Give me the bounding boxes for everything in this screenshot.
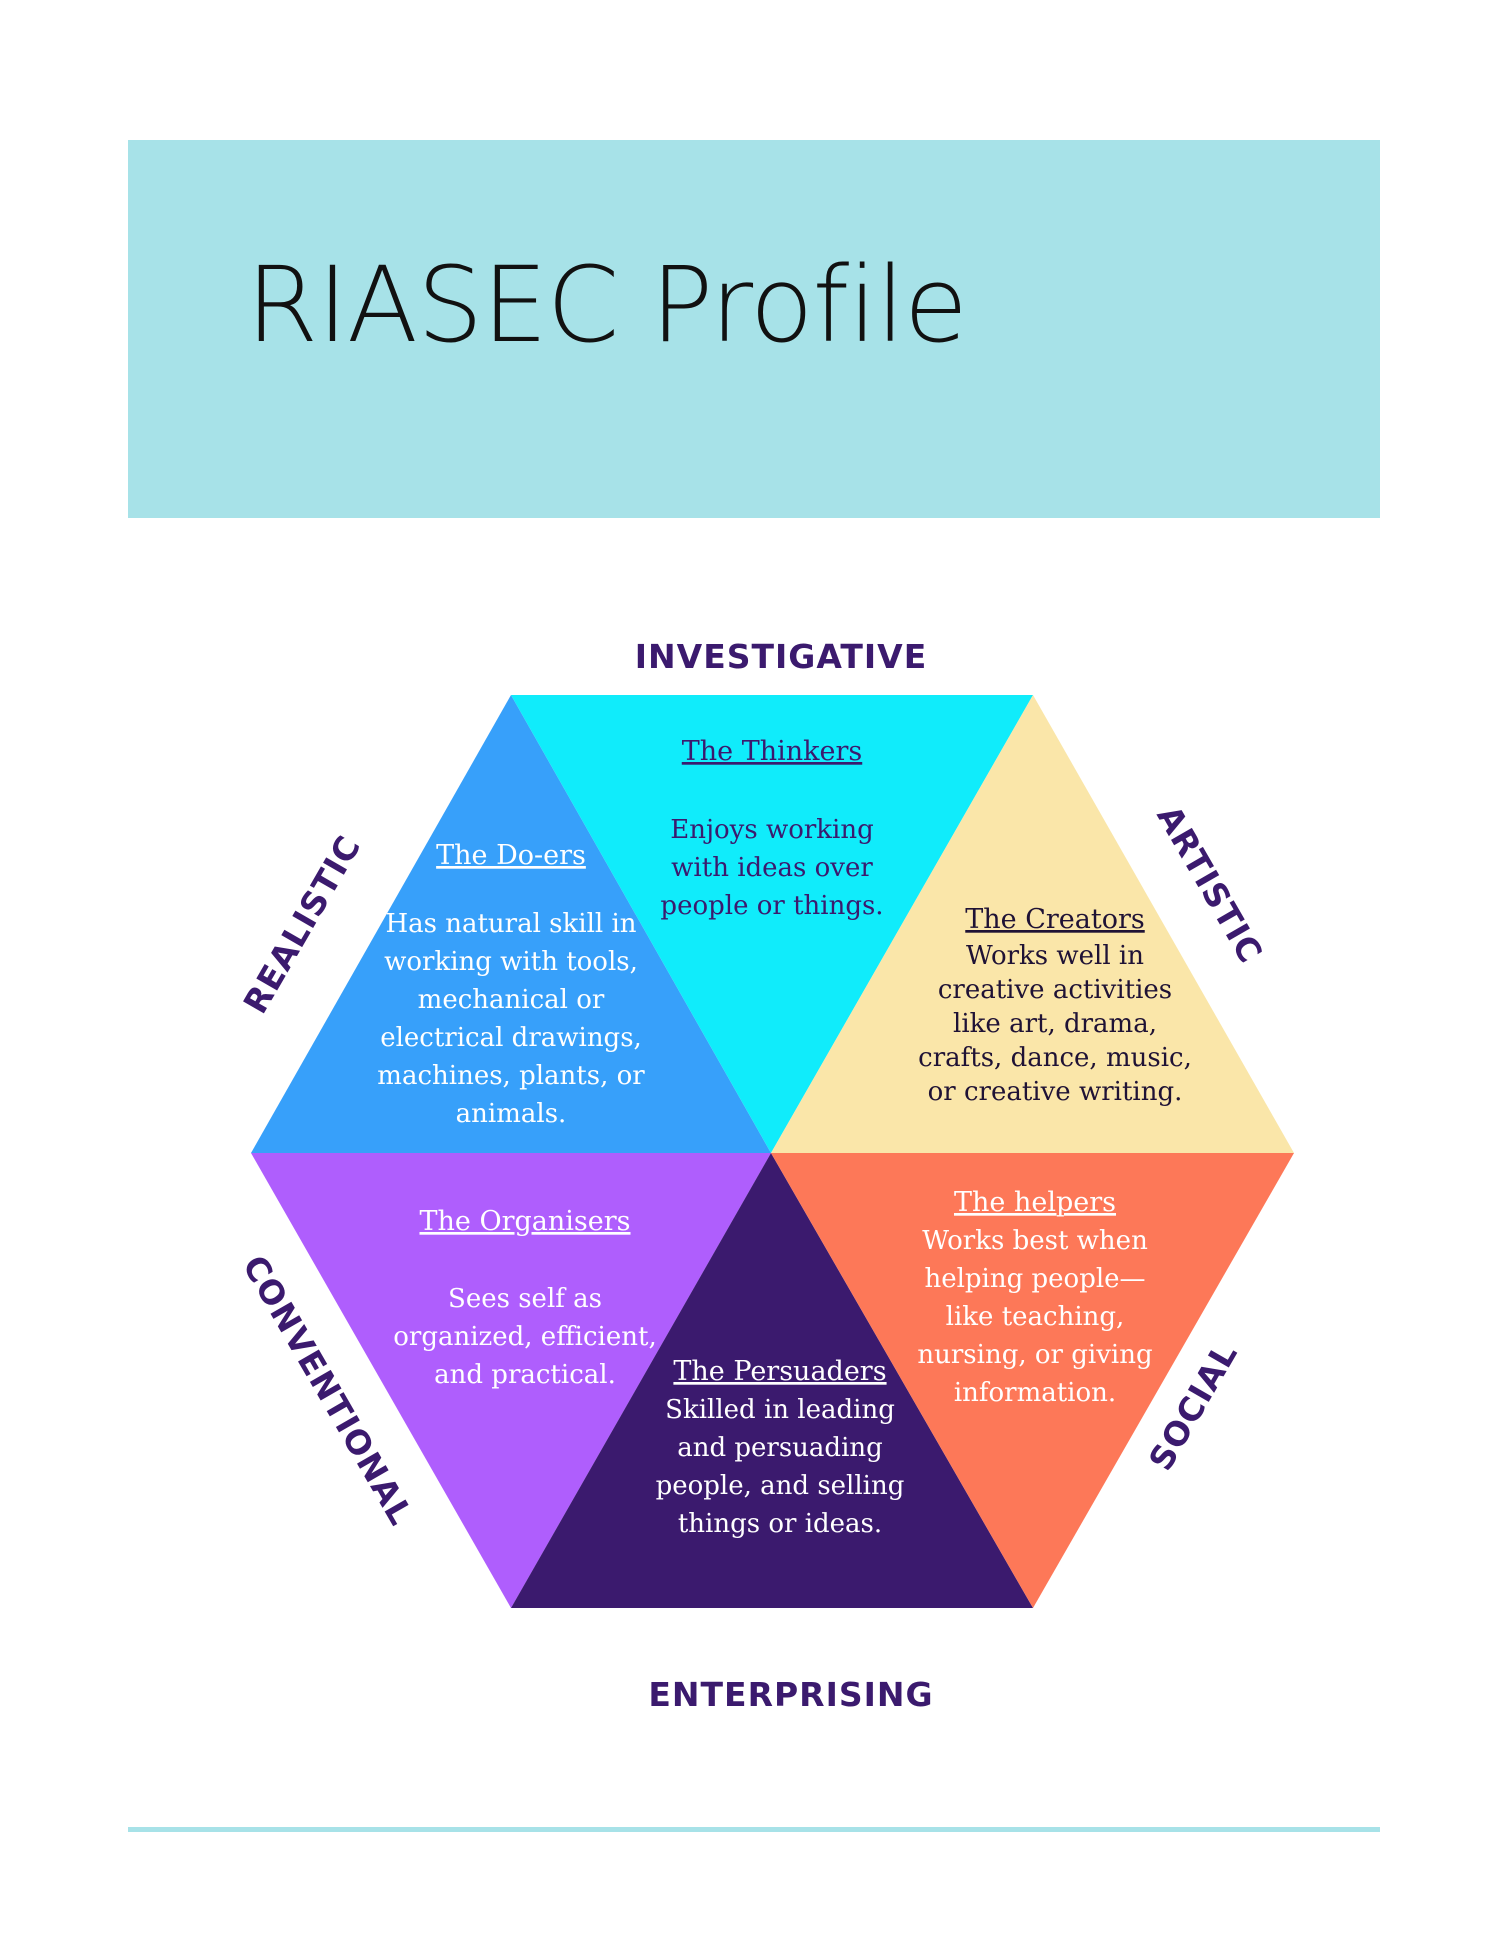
sector-realistic-triangle [251,695,771,1153]
footer-divider [128,1827,1380,1832]
header-band: RIASEC Profile [128,140,1380,518]
sector-artistic-triangle [771,695,1294,1153]
sector-investigative-line: people or things. [660,891,883,921]
sector-artistic-line: or creative writing. [928,1077,1183,1107]
sector-investigative-line: with ideas over [671,853,873,883]
sector-enterprising-triangle [511,1153,1033,1608]
sector-conventional-triangle [251,1153,771,1608]
sector-artistic-text: The Creators Works well in creative acti… [918,904,1192,1107]
sector-enterprising-line: things or ideas. [678,1509,882,1539]
sector-investigative-title: The Thinkers [682,736,862,767]
sector-conventional-line: organized, efficient, [393,1322,656,1352]
sector-realistic-title: The Do-ers [436,840,586,871]
sector-social-line: information. [954,1378,1116,1408]
label-investigative: INVESTIGATIVE [635,637,927,676]
sector-social-line: like teaching, [946,1302,1125,1332]
sector-social-triangle [771,1153,1294,1608]
sector-social-title: The helpers [954,1187,1116,1218]
sector-investigative-line: Enjoys working [670,815,874,845]
sector-artistic-title: The Creators [965,904,1144,935]
sector-social-line: Works best when [922,1226,1148,1256]
sector-enterprising-line: people, and selling [656,1471,905,1501]
sector-conventional-title: The Organisers [419,1206,630,1237]
sector-realistic-line: working with tools, [384,947,638,977]
sector-social-text: The helpers Works best when helping peop… [917,1187,1152,1408]
sector-conventional-line: and practical. [434,1360,616,1390]
label-enterprising: ENTERPRISING [648,1675,933,1714]
sector-enterprising-title: The Persuaders [673,1356,886,1387]
page-title: RIASEC Profile [246,244,968,366]
sector-social-line: helping people— [924,1264,1145,1294]
sector-conventional-text: The Organisers Sees self as organized, e… [393,1206,656,1390]
sector-realistic-text: The Do-ers Has natural skill in working … [377,840,645,1129]
sector-enterprising-line: and persuading [677,1433,883,1463]
sector-realistic-line: animals. [456,1099,567,1129]
sector-realistic-line: electrical drawings, [380,1023,642,1053]
sector-artistic-line: creative activities [938,975,1172,1005]
sector-realistic-line: mechanical or [418,985,605,1015]
sector-social-line: nursing, or giving [917,1340,1152,1370]
sector-artistic-line: crafts, dance, music, [918,1043,1192,1073]
sector-investigative-triangle [511,695,1033,1153]
sector-artistic-line: like art, drama, [953,1009,1157,1039]
sector-enterprising-text: The Persuaders Skilled in leading and pe… [656,1356,905,1539]
sector-realistic-line: Has natural skill in [385,909,636,939]
sector-realistic-line: machines, plants, or [377,1061,645,1091]
sector-conventional-line: Sees self as [448,1284,602,1314]
sector-artistic-line: Works well in [966,941,1144,971]
sector-investigative-text: The Thinkers Enjoys working with ideas o… [660,736,883,921]
sector-enterprising-line: Skilled in leading [665,1395,895,1425]
